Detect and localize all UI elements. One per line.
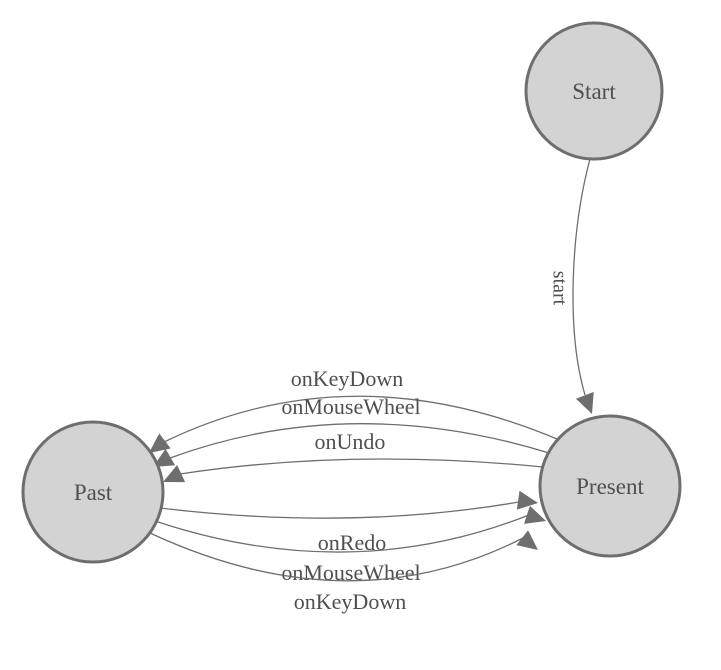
- edge-line[interactable]: [179, 458, 544, 475]
- edge-line[interactable]: [163, 395, 558, 443]
- edge-line[interactable]: [154, 514, 530, 553]
- state-node-start[interactable]: Start: [524, 21, 664, 161]
- edge-arrowhead: [524, 505, 546, 524]
- state-node-present[interactable]: Present: [538, 414, 682, 558]
- edge-arrowhead: [516, 530, 538, 550]
- edge-line[interactable]: [169, 423, 550, 459]
- edge-present-to-past-onkeydown[interactable]: onKeyDown: [143, 366, 558, 461]
- edge-past-to-present-onkeydown[interactable]: onKeyDown: [149, 530, 544, 614]
- edge-present-to-past-onundo[interactable]: onUndo: [159, 429, 544, 491]
- edge-arrowhead: [153, 448, 176, 467]
- edge-line[interactable]: [159, 501, 520, 519]
- state-label-start: Start: [572, 79, 616, 104]
- edge-label-onundo: onUndo: [315, 429, 386, 454]
- edge-line[interactable]: [149, 532, 524, 582]
- state-label-present: Present: [576, 474, 644, 499]
- edge-arrowhead: [575, 391, 594, 414]
- edge-label-start: start: [548, 271, 570, 306]
- edge-label-onkeydown: onKeyDown: [291, 366, 403, 391]
- state-circle-present[interactable]: [538, 414, 682, 558]
- edge-arrowhead: [163, 464, 186, 483]
- state-circle-past[interactable]: [21, 420, 165, 564]
- state-node-past[interactable]: Past: [21, 420, 165, 564]
- edge-past-to-present-onredo[interactable]: onRedo: [159, 490, 539, 555]
- edge-label-onmousewheel: onMouseWheel: [281, 394, 420, 419]
- edge-arrowhead: [149, 433, 171, 453]
- edge-present-to-past-onmousewheel[interactable]: onMouseWheel: [148, 394, 550, 475]
- edge-start-to-present[interactable]: start: [548, 158, 600, 417]
- state-label-past: Past: [74, 480, 113, 505]
- edge-line[interactable]: [572, 158, 591, 396]
- edge-arrowhead: [516, 490, 538, 510]
- edge-label-onkeydown-2: onKeyDown: [294, 589, 406, 614]
- state-circle-start[interactable]: [524, 21, 664, 161]
